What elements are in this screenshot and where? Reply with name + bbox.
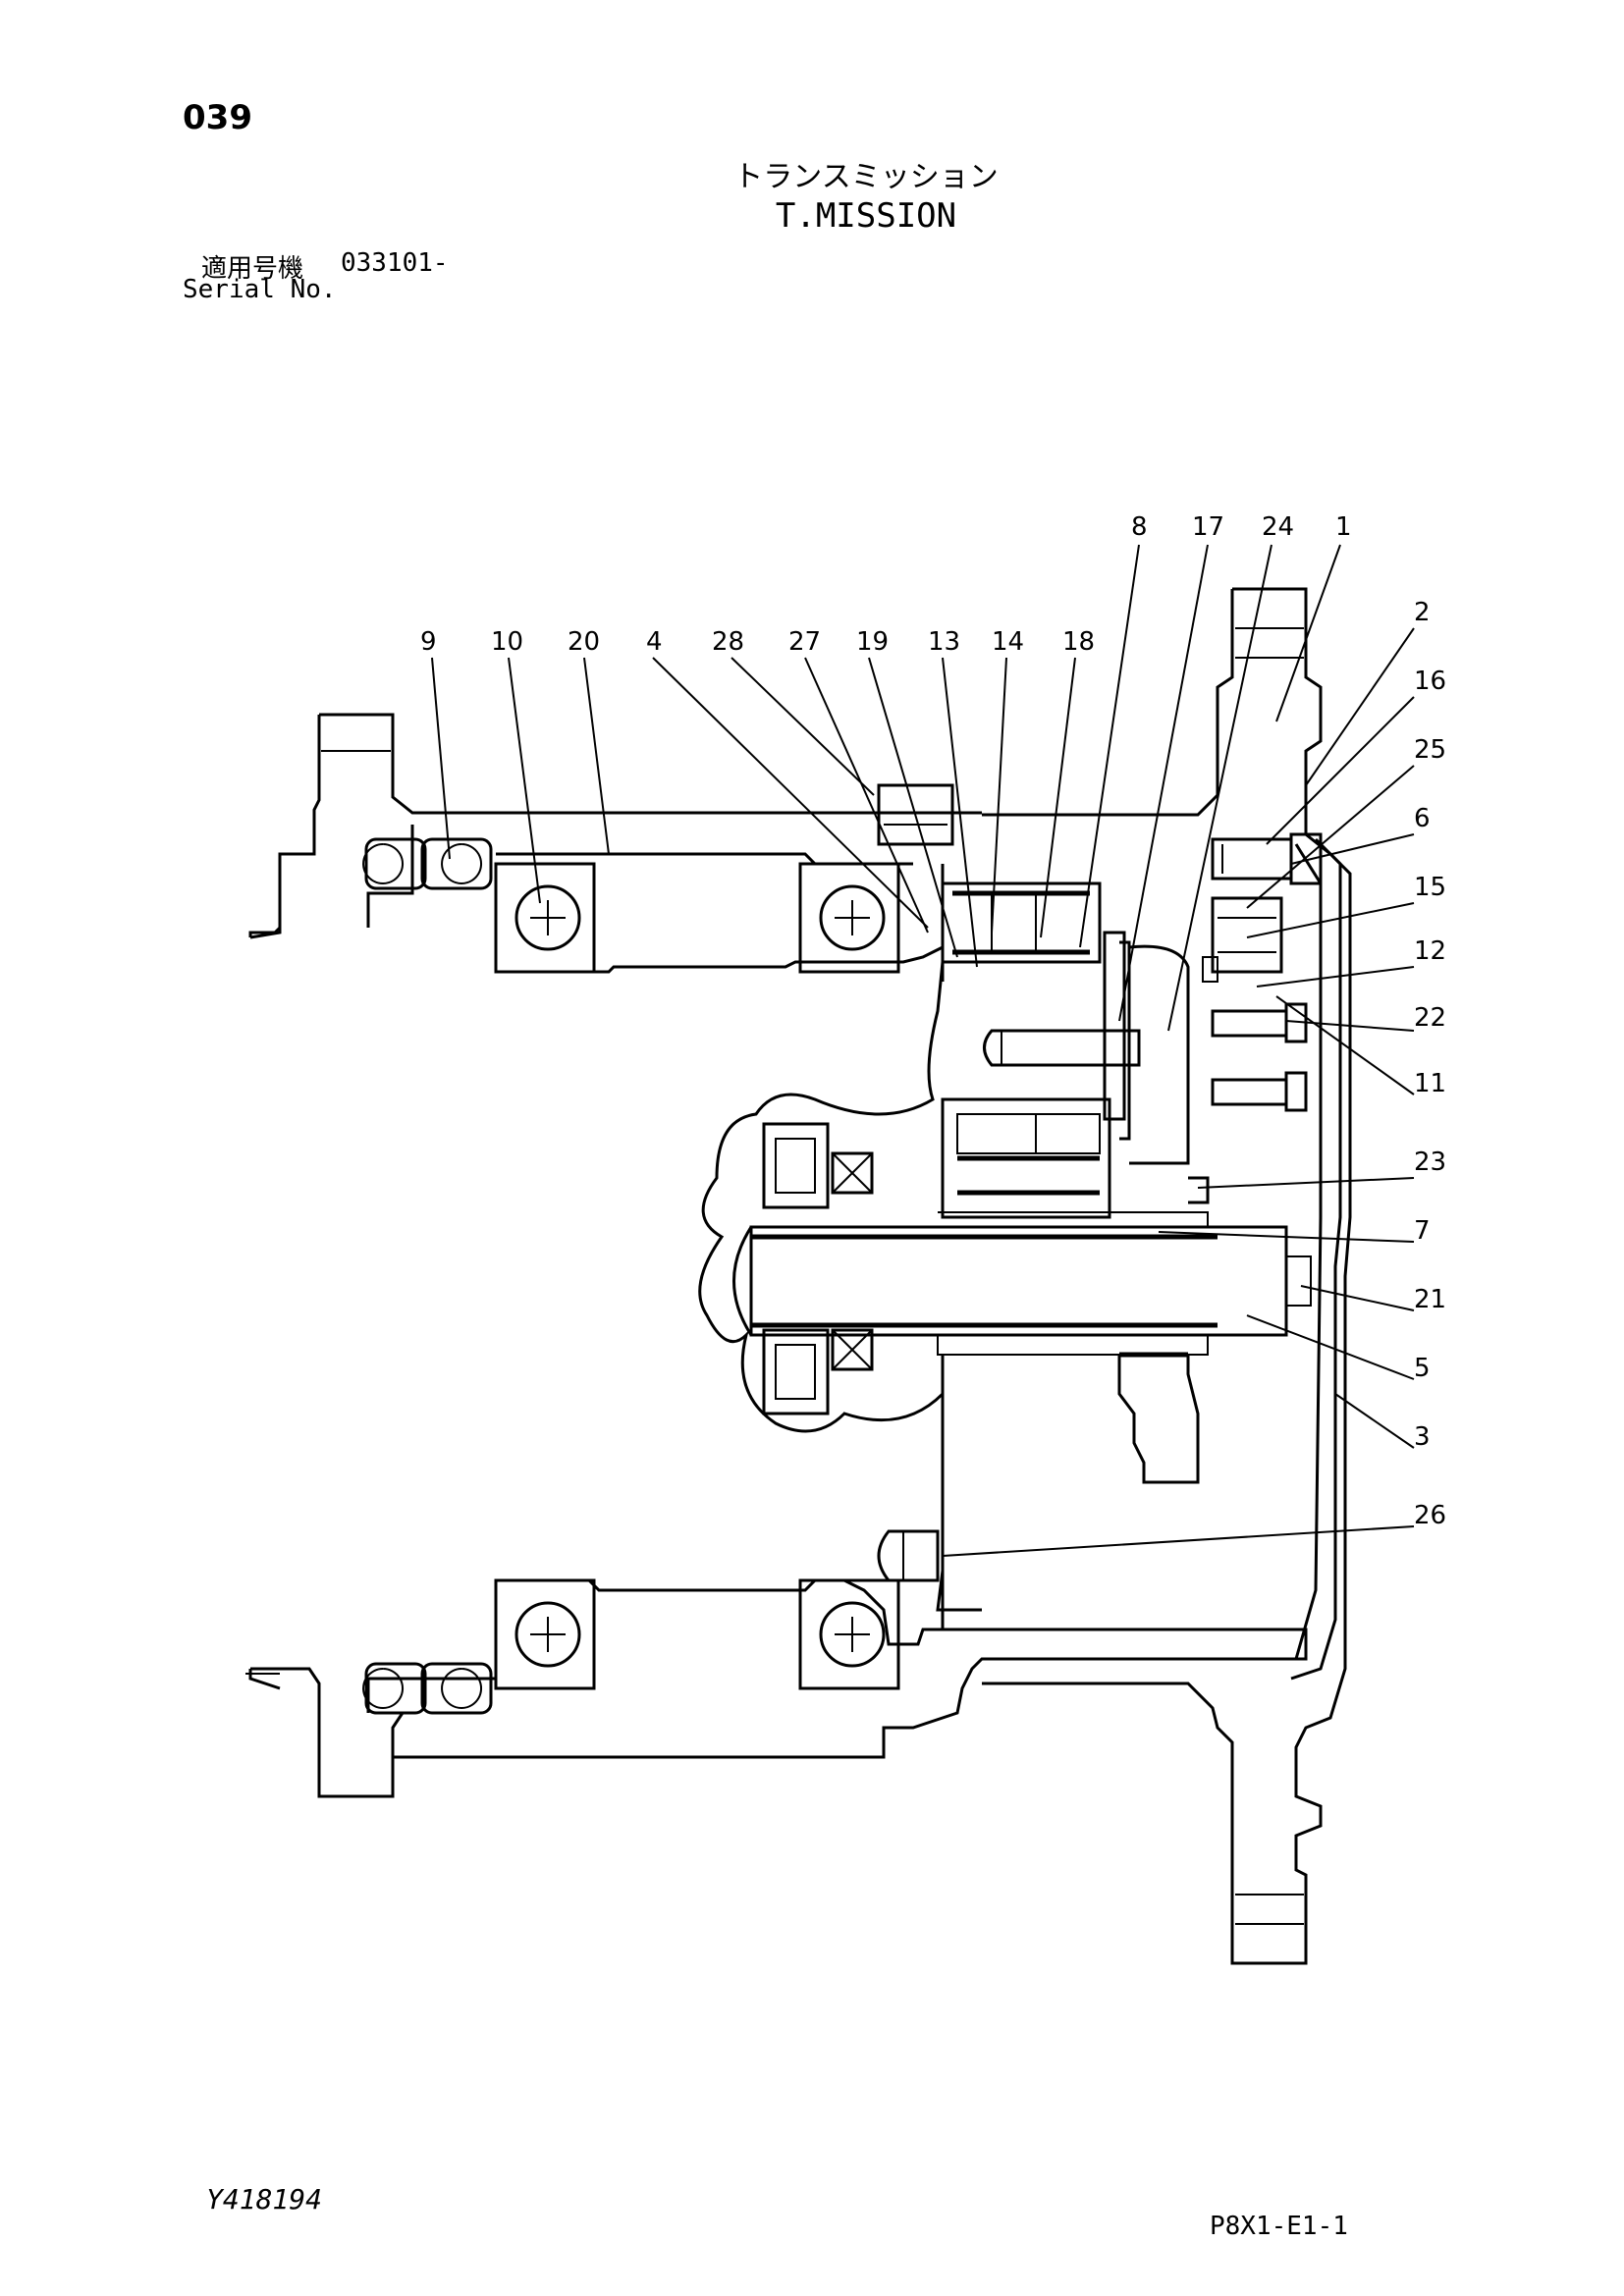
upper-seal [362,837,493,890]
lower-seal [362,1662,493,1715]
drawing-code: Y418194 [206,2183,323,2216]
title-japanese: トランスミッション [733,160,999,194]
callout-4: 4 [646,627,663,657]
callout-6: 6 [1414,804,1431,833]
left-shaft-stubs [245,926,282,1675]
serial-label-japanese: 適用号機 [201,254,304,284]
callout-24: 24 [1262,512,1294,542]
inner-housing [698,961,982,1612]
lower-gear-segment [1117,1352,1200,1484]
upper-bearing-right [798,862,900,974]
callout-19: 19 [856,627,889,657]
lower-bearing-left [494,1578,596,1690]
callout-21: 21 [1414,1285,1446,1314]
callout-23: 23 [1414,1148,1446,1177]
carrier-pin [983,1029,1141,1067]
page-code: P8X1-E1-1 [1210,2212,1348,2241]
callout-27: 27 [788,627,821,657]
callout-22: 22 [1414,1003,1446,1033]
lower-plug [877,1529,940,1582]
callout-15: 15 [1414,873,1446,902]
callout-labels: 9 10 20 4 28 27 19 13 14 18 8 17 24 1 2 … [420,512,1446,1530]
callout-7: 7 [1414,1216,1431,1246]
title-english: T.MISSION [775,196,957,236]
serial-number: 033101- [341,248,449,278]
callout-8: 8 [1131,512,1148,542]
callout-20: 20 [568,627,600,657]
central-shaft [732,1211,1312,1356]
bolts-right [1202,832,1323,1112]
page-number: 039 [183,98,252,137]
carrier-plate [1103,931,1210,1204]
callout-13: 13 [928,627,960,657]
callout-3: 3 [1414,1422,1431,1452]
callout-16: 16 [1414,667,1446,696]
callout-2: 2 [1414,598,1431,627]
callout-11: 11 [1414,1069,1446,1098]
lower-bearing-right [798,1578,900,1690]
callout-28: 28 [712,627,744,657]
callout-18: 18 [1062,627,1095,657]
callout-10: 10 [491,627,523,657]
housing-outline [982,587,1352,1965]
callout-26: 26 [1414,1501,1446,1530]
callout-25: 25 [1414,735,1446,765]
shaft-gear-upper [941,1097,1111,1219]
callout-9: 9 [420,627,437,657]
callout-1: 1 [1335,512,1352,542]
callout-12: 12 [1414,936,1446,966]
callout-14: 14 [992,627,1024,657]
leader-lines [431,544,1415,1557]
callout-5: 5 [1414,1354,1431,1383]
serial-label-english: Serial No. [183,275,337,304]
shaft-bearing-upper [762,1122,874,1209]
upper-bearing-left [494,862,596,974]
shaft-bearing-lower [762,1328,874,1415]
callout-17: 17 [1192,512,1224,542]
